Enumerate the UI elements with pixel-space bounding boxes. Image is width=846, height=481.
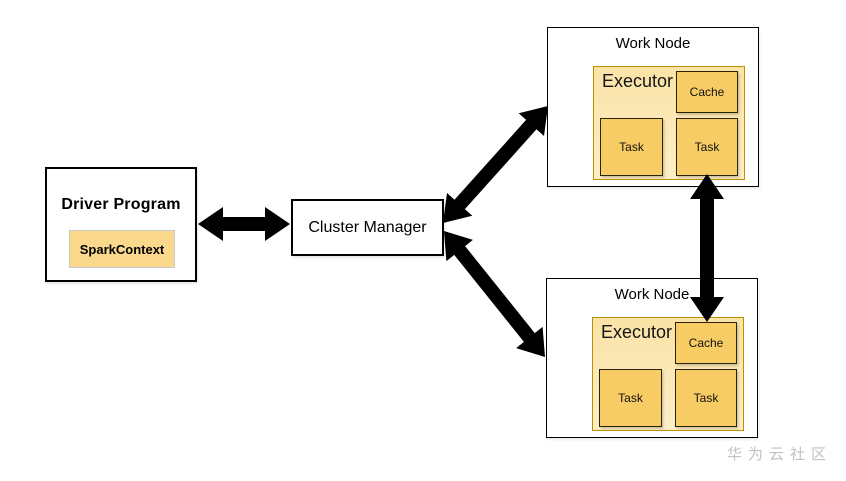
driver-program-box: Driver Program SparkContext <box>45 167 197 282</box>
driver-cluster-arrow <box>198 207 290 241</box>
executor-box: Executor Cache Task Task <box>592 317 744 431</box>
task-box: Task <box>600 118 663 176</box>
cluster-manager-box: Cluster Manager <box>291 199 444 256</box>
work-node-top: Work Node Executor Cache Task Task <box>547 27 759 187</box>
cache-box: Cache <box>676 71 738 113</box>
executor-box: Executor Cache Task Task <box>593 66 745 180</box>
executor-label: Executor <box>601 322 673 342</box>
work-node-bottom: Work Node Executor Cache Task Task <box>546 278 758 438</box>
task-box: Task <box>675 369 737 427</box>
work-node-title: Work Node <box>615 35 691 52</box>
executor-label: Executor <box>602 71 674 91</box>
task-box: Task <box>676 118 738 176</box>
task-box: Task <box>599 369 662 427</box>
cluster-manager-label: Cluster Manager <box>308 218 427 236</box>
driver-program-title: Driver Program <box>61 196 181 213</box>
watermark: 华为云社区 <box>726 446 832 463</box>
cache-box: Cache <box>675 322 737 364</box>
spark-context-box: SparkContext <box>69 230 175 268</box>
work-node-title: Work Node <box>614 286 690 303</box>
cluster-worknode-bottom-arrow <box>444 231 545 357</box>
cluster-worknode-top-arrow <box>443 106 548 223</box>
